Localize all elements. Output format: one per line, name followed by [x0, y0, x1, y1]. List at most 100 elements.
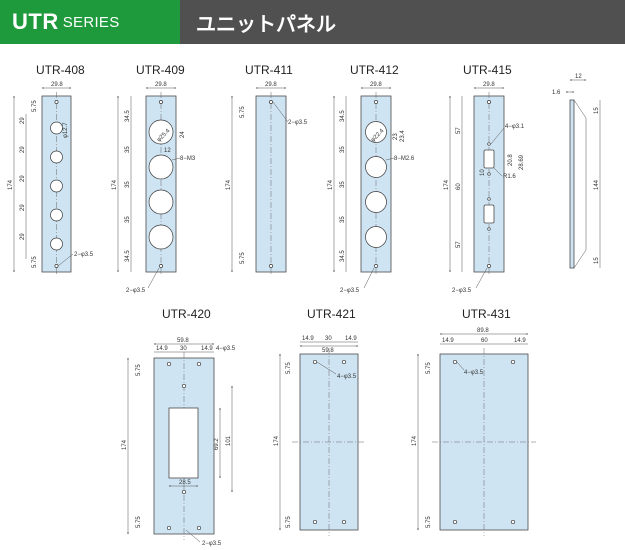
dim-28-69: 28.69 [519, 154, 525, 170]
dim-5-75: 5.75 [136, 364, 142, 376]
dim-29: 29 [20, 233, 26, 240]
knockout-hole [365, 191, 387, 213]
knockout-hole [148, 224, 174, 250]
mount-hole [312, 519, 318, 525]
dim-35: 35 [340, 216, 346, 223]
cutout [168, 407, 199, 479]
mount-hole [166, 525, 172, 531]
brand-main: UTR [12, 9, 59, 34]
brand-sub: SERIES [62, 13, 120, 31]
model-label-utr-421: UTR-421 [307, 307, 356, 321]
dim-12: 12 [575, 74, 582, 80]
mount-hole [312, 359, 318, 365]
mount-hole [181, 383, 187, 389]
dim-5-75: 5.75 [286, 516, 292, 528]
dim-height: 174 [412, 435, 418, 446]
mount-hole [196, 525, 202, 531]
mount-hole [196, 361, 202, 367]
dim-width: 29.8 [370, 82, 382, 88]
mount-hole-note: 2−φ3.5 [126, 288, 146, 294]
model-label-utr-431: UTR-431 [462, 307, 511, 321]
mount-hole [341, 519, 347, 525]
dim-5-75: 5.75 [426, 516, 432, 528]
side-flange [573, 99, 587, 269]
screw-hole-note: 4−φ3.1 [505, 124, 525, 130]
dim-height: 174 [274, 435, 280, 446]
dim-height: 174 [328, 179, 334, 190]
drawing-utr-411: UTR-411 29.8 174 5.75 5.75 2−φ3.5 [226, 63, 308, 276]
dim-34-5: 34.5 [340, 110, 346, 122]
dim-60: 60 [481, 338, 488, 344]
mount-hole [181, 489, 187, 495]
dim-34-5: 34.5 [340, 250, 346, 262]
knockout-hole [365, 156, 387, 178]
mount-hole [269, 264, 273, 268]
dim-height: 174 [8, 179, 14, 190]
dim-height: 174 [226, 179, 232, 190]
drawing-utr-412: UTR-412 29.8 174 34.5 35 35 35 34.5 φ22.… [328, 63, 415, 294]
dim-35: 35 [340, 181, 346, 188]
dim-width: 29.8 [51, 82, 63, 88]
dim-15: 15 [594, 107, 600, 114]
dim-34-5: 34.5 [125, 250, 131, 262]
knockout-hole [50, 208, 63, 222]
dim-101: 101 [226, 435, 232, 446]
dim-69-2: 69.2 [214, 438, 220, 450]
drawing-utr-415: UTR-415 29.8 174 57 60 57 4−φ3.1 20.8 28… [444, 63, 525, 294]
dim-12: 12 [164, 148, 171, 154]
mount-hole [54, 100, 59, 104]
model-label-utr-420: UTR-420 [162, 307, 211, 321]
knockout-hole [148, 119, 174, 145]
dim-width: 29.8 [483, 82, 495, 88]
mount-hole [159, 264, 163, 268]
drawing-utr-409: UTR-409 29.8 174 34.5 35 35 35 34.5 φ25.… [112, 63, 196, 294]
mount-hole [269, 100, 273, 104]
model-label-utr-415: UTR-415 [463, 63, 512, 77]
knockout-hole [148, 154, 174, 180]
dim-23-4: 23.4 [400, 130, 406, 142]
mount-hole [341, 359, 347, 365]
screw-hole [487, 197, 491, 201]
mount-hole-note: 4−φ3.5 [216, 346, 236, 352]
mount-hole-note: 4−φ3.5 [337, 374, 357, 380]
page-header: UTR SERIES ユニットパネル [0, 0, 625, 44]
dim-14-9: 14.9 [156, 346, 168, 352]
dim-5-75: 5.75 [32, 100, 38, 112]
dim-height: 174 [112, 179, 118, 190]
dim-24: 24 [180, 131, 186, 138]
dim-35: 35 [125, 146, 131, 153]
drawing-utr-431: UTR-431 89.8 14.9 60 14.9 4−φ3.5 174 5.7… [412, 307, 536, 536]
dim-29: 29 [20, 146, 26, 153]
model-label-utr-408: UTR-408 [36, 63, 85, 77]
mount-hole [452, 359, 458, 365]
dim-29: 29 [20, 204, 26, 211]
mount-hole-note: 2−φ3.5 [452, 288, 472, 294]
dim-5-75: 5.75 [136, 516, 142, 528]
mount-hole [166, 361, 172, 367]
mount-hole-note: 2−φ3.5 [74, 252, 94, 258]
dim-57: 57 [456, 127, 462, 134]
dim-width: 59.8 [322, 348, 334, 354]
dim-35: 35 [125, 181, 131, 188]
dim-34-5: 34.5 [125, 110, 131, 122]
dim-10: 10 [480, 169, 486, 176]
drawing-side-view: 12 1.6 15 144 15 [552, 74, 601, 269]
dim-14-9: 14.9 [514, 338, 526, 344]
dim-5-75: 5.75 [240, 106, 246, 118]
dim-5-75: 5.75 [286, 362, 292, 374]
dim-14-9: 14.9 [442, 338, 454, 344]
cutout [483, 204, 495, 224]
screw-hole [487, 142, 491, 146]
knockout-hole [50, 150, 63, 164]
dim-35: 35 [125, 216, 131, 223]
mount-hole [374, 264, 378, 268]
screw-note: 8−M3 [180, 156, 196, 162]
drawing-utr-420: UTR-420 59.8 14.9 30 14.9 4−φ3.5 174 5.7… [122, 307, 236, 547]
model-label-utr-409: UTR-409 [136, 63, 185, 77]
series-brand: UTR SERIES [0, 0, 180, 44]
dim-28-5: 28.5 [179, 480, 191, 486]
mount-hole-note: 4−φ3.5 [464, 370, 484, 376]
dim-35: 35 [340, 146, 346, 153]
dim-144: 144 [594, 179, 600, 190]
dim-width: 89.8 [477, 328, 489, 334]
